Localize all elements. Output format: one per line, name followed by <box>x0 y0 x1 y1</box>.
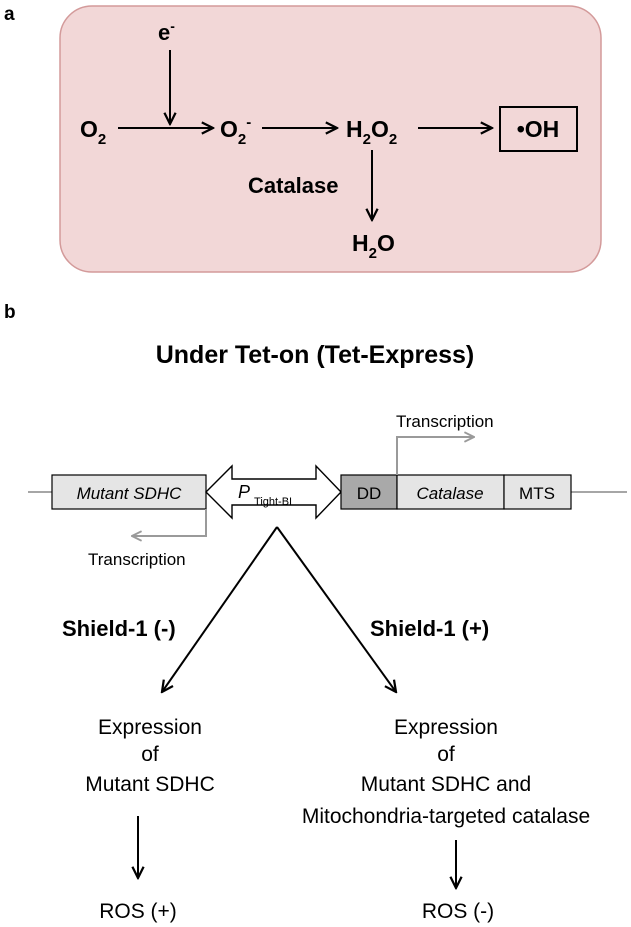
hydroxyl-label: •OH <box>517 116 560 142</box>
catalase-gene-label: Catalase <box>416 484 483 503</box>
hydrogen-peroxide-label: H2O2 <box>346 116 397 148</box>
oxygen-label: O2 <box>80 116 106 148</box>
right-expression-line-4: Mitochondria-targeted catalase <box>302 805 590 828</box>
panel-a-label: a <box>4 4 15 25</box>
transcription-right-label: Transcription <box>396 412 494 431</box>
right-expression-line-1: Expression <box>394 716 498 739</box>
electron-label: e- <box>158 18 175 45</box>
panel-b-label: b <box>4 302 16 323</box>
right-ros-label: ROS (-) <box>422 900 494 923</box>
shield-minus-label: Shield-1 (-) <box>62 616 176 641</box>
mts-box <box>503 474 572 510</box>
shield-minus-arrow <box>162 526 278 692</box>
panel-b-title: Under Tet-on (Tet-Express) <box>156 341 475 369</box>
transcription-right-arrow <box>396 437 474 475</box>
right-expression-line-3: Mutant SDHC and <box>361 773 531 796</box>
left-expression-line-2: of <box>141 743 159 766</box>
panel-a-background <box>59 5 602 273</box>
mts-label: MTS <box>519 484 555 503</box>
catalase-label: Catalase <box>248 173 339 198</box>
dd-label: DD <box>357 484 382 503</box>
shield-plus-label: Shield-1 (+) <box>370 616 489 641</box>
bidirectional-promoter-arrow <box>205 464 342 520</box>
left-expression-line-1: Expression <box>98 716 202 739</box>
left-expression-line-3: Mutant SDHC <box>85 773 215 796</box>
right-expression-line-2: of <box>437 743 455 766</box>
left-ros-label: ROS (+) <box>99 900 177 923</box>
water-label: H2O <box>352 230 395 262</box>
shield-plus-arrow <box>276 526 396 692</box>
transcription-left-arrow <box>132 509 207 536</box>
transcription-left-label: Transcription <box>88 550 186 569</box>
mutant-sdhc-gene-label: Mutant SDHC <box>77 484 183 503</box>
hydroxyl-box <box>499 106 578 152</box>
superoxide-label: O2- <box>220 114 251 148</box>
